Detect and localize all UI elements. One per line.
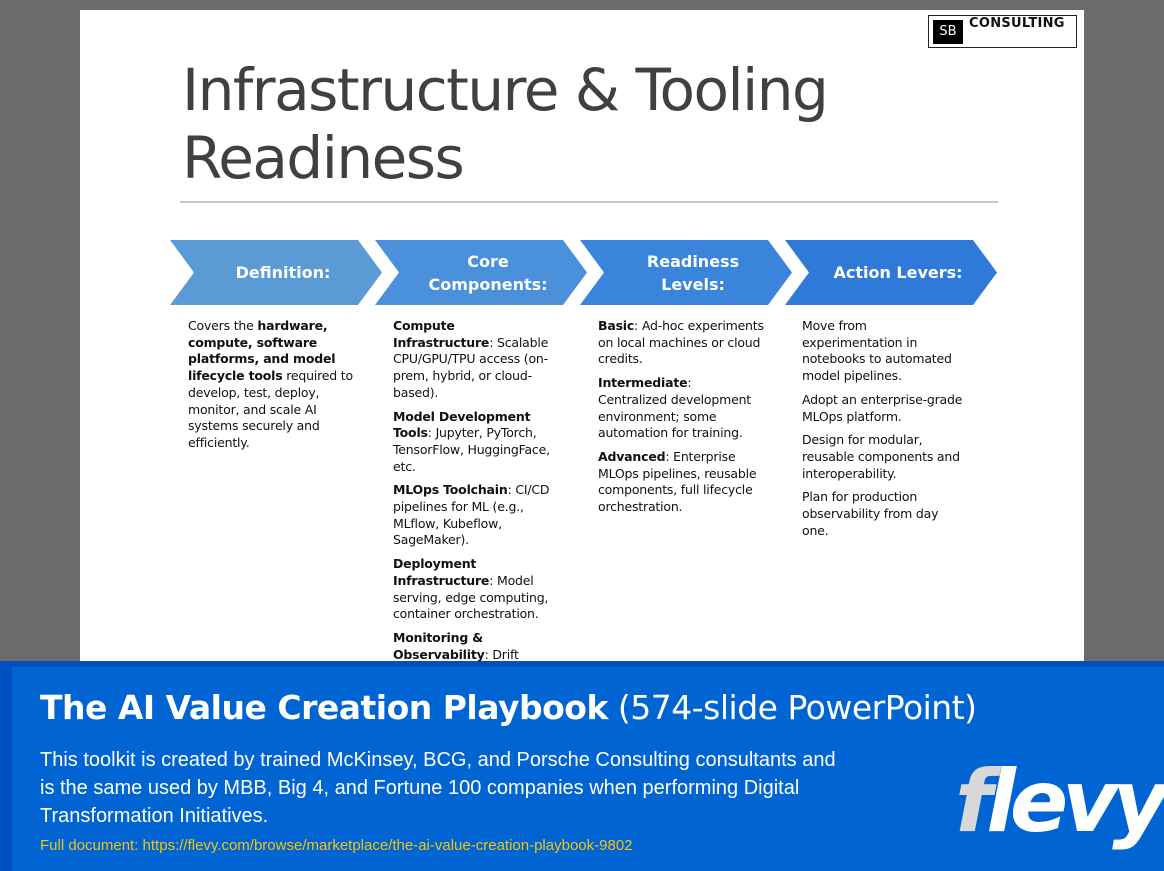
promo-banner bbox=[0, 661, 1164, 871]
core-term: Monitoring & Observability bbox=[393, 629, 485, 662]
level-item: Basic: Ad-hoc experiments on local machi… bbox=[598, 318, 764, 368]
level-item: Advanced: Enterprise MLOps pipelines, re… bbox=[598, 449, 764, 516]
banner-description: This toolkit is created by trained McKin… bbox=[40, 749, 836, 827]
level-term: Intermediate bbox=[598, 375, 688, 391]
core-desc: : CI/CD pipelines for ML (e.g., MLflow, … bbox=[393, 482, 550, 548]
title-divider bbox=[180, 201, 998, 203]
banner-title: The AI Value Creation Playbook (574-slid… bbox=[40, 688, 977, 727]
level-desc: : Ad-hoc experiments on local machines o… bbox=[598, 318, 764, 367]
core-desc: : Jupyter, PyTorch, TensorFlow, HuggingF… bbox=[393, 425, 550, 474]
banner-title-rest: (574-slide PowerPoint) bbox=[607, 688, 977, 727]
slide-title: Infrastructure & Tooling Readiness bbox=[182, 56, 942, 192]
lever-item: Adopt an enterprise-grade MLOps platform… bbox=[802, 391, 963, 424]
definition-lead: Covers the bbox=[188, 318, 258, 333]
level-term: Advanced bbox=[598, 448, 666, 464]
core-desc: : Scalable CPU/GPU/TPU access (on-prem, … bbox=[393, 334, 549, 400]
flevy-logo-rest: levy bbox=[986, 752, 1164, 852]
flevy-logo-f: f bbox=[955, 752, 993, 852]
core-term: MLOps Toolchain bbox=[393, 482, 508, 498]
title-line-2: Readiness bbox=[182, 124, 465, 192]
chevron-definition: Definition: bbox=[170, 240, 382, 305]
full-document-link[interactable]: Full document: https://flevy.com/browse/… bbox=[40, 837, 633, 854]
title-line-1: Infrastructure & Tooling bbox=[182, 56, 829, 124]
action-levers-column: Move from experimentation in notebooks t… bbox=[802, 318, 968, 546]
core-item: Deployment Infrastructure: Model serving… bbox=[393, 556, 559, 623]
definition-tail: required to develop, test, deploy, monit… bbox=[188, 368, 353, 450]
level-desc: : Centralized development environment; s… bbox=[598, 375, 752, 441]
banner-panel bbox=[12, 667, 1164, 871]
core-components-column: Compute Infrastructure: Scalable CPU/GPU… bbox=[393, 318, 559, 670]
core-item: Model Development Tools: Jupyter, PyTorc… bbox=[393, 409, 559, 476]
definition-column: Covers the hardware, compute, software p… bbox=[188, 318, 354, 459]
core-term: Compute Infrastructure bbox=[393, 318, 490, 350]
readiness-levels-column: Basic: Ad-hoc experiments on local machi… bbox=[598, 318, 764, 523]
definition-bold: hardware, compute, software platforms, a… bbox=[188, 318, 336, 384]
sb-consulting-logo: SB CONSULTING bbox=[928, 15, 1077, 48]
chevron-core-components: Core Components: bbox=[375, 240, 587, 305]
level-item: Intermediate: Centralized development en… bbox=[598, 375, 764, 442]
banner-title-bold: The AI Value Creation Playbook bbox=[40, 688, 608, 727]
logo-name: CONSULTING bbox=[969, 16, 1065, 31]
chevron-action-levers: Action Levers: bbox=[785, 240, 997, 305]
core-item: MLOps Toolchain: CI/CD pipelines for ML … bbox=[393, 482, 559, 549]
core-term: Model Development Tools bbox=[393, 408, 531, 441]
logo-mark: SB bbox=[933, 20, 963, 44]
flevy-logo: flevy bbox=[955, 752, 1164, 852]
lever-item: Plan for production observability from d… bbox=[802, 489, 939, 538]
definition-text: Covers the hardware, compute, software p… bbox=[188, 318, 354, 452]
lever-item: Design for modular, reusable components … bbox=[802, 432, 960, 481]
chevron-readiness-levels: Readiness Levels: bbox=[580, 240, 792, 305]
level-desc: : Enterprise MLOps pipelines, reusable c… bbox=[598, 448, 757, 515]
core-term: Deployment Infrastructure bbox=[393, 556, 490, 588]
slide: SB CONSULTING Infrastructure & Tooling R… bbox=[80, 10, 1084, 670]
core-desc: : Model serving, edge computing, contain… bbox=[393, 572, 549, 622]
core-item: Compute Infrastructure: Scalable CPU/GPU… bbox=[393, 318, 559, 402]
level-term: Basic bbox=[598, 318, 635, 333]
lever-item: Move from experimentation in notebooks t… bbox=[802, 318, 952, 384]
